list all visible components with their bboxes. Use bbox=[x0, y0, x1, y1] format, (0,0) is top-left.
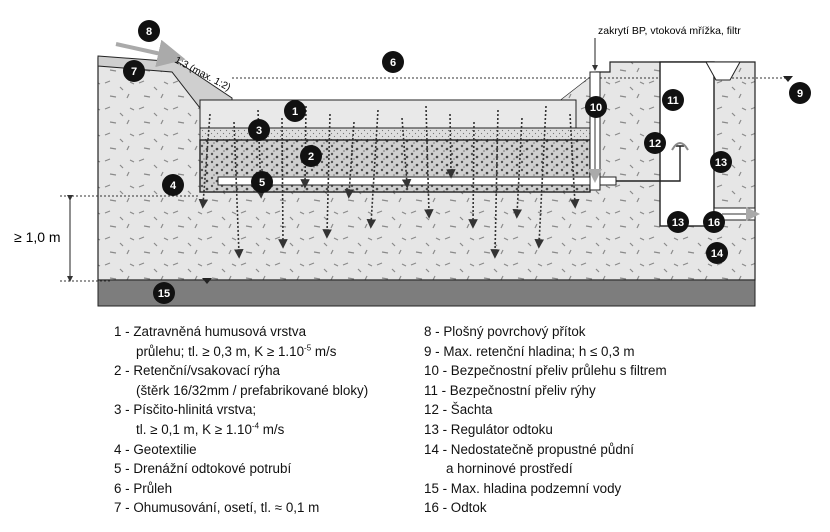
marker-label: 2 bbox=[308, 151, 314, 163]
drain-pipe bbox=[217, 176, 617, 186]
marker-13: 13 bbox=[710, 151, 732, 173]
marker-label: 4 bbox=[170, 180, 177, 192]
marker-label: 16 bbox=[708, 217, 720, 229]
flow-regulator bbox=[616, 145, 684, 182]
infiltration-arrows bbox=[198, 105, 580, 259]
top-note: zakrytí BP, vtoková mřížka, filtr bbox=[598, 25, 741, 37]
legend-row: 9 - Max. retenční hladina; h ≤ 0,3 m bbox=[424, 343, 635, 359]
infiltration-arrow bbox=[401, 117, 412, 189]
legend-row: 16 - Odtok bbox=[424, 500, 487, 516]
infiltration-arrow bbox=[344, 121, 355, 199]
infiltration-cross-section: zakrytí BP, vtoková mřížka, filtr 1:3 (m… bbox=[14, 20, 811, 307]
marker-1: 1 bbox=[284, 100, 306, 122]
marker-9: 9 bbox=[789, 82, 811, 104]
legend-row: 13 - Regulátor odtoku bbox=[424, 421, 553, 437]
legend-row: 10 - Bezpečnostní přeliv průlehu s filtr… bbox=[424, 363, 667, 379]
marker-14: 14 bbox=[706, 242, 728, 264]
infiltration-arrow bbox=[490, 109, 500, 259]
marker-label: 12 bbox=[649, 138, 661, 150]
marker-label: 11 bbox=[667, 95, 679, 107]
swale-hollow bbox=[178, 64, 596, 100]
marker-label: 6 bbox=[390, 57, 396, 69]
marker-label: 15 bbox=[158, 288, 170, 300]
groundwater-level-marker bbox=[202, 278, 212, 284]
infiltration-arrow bbox=[278, 117, 288, 249]
manhole-shaft bbox=[659, 61, 715, 227]
marker-label: 13 bbox=[672, 217, 684, 229]
marker-label: 10 bbox=[590, 102, 602, 114]
legend-row: 11 - Bezpečnostní přeliv rýhy bbox=[424, 382, 596, 398]
marker-label: 8 bbox=[146, 26, 152, 38]
infiltration-arrow bbox=[198, 113, 211, 209]
marker-4: 4 bbox=[162, 174, 184, 196]
overflow-curve-arrow bbox=[671, 142, 689, 151]
marker-label: 5 bbox=[259, 177, 265, 189]
marker-label: 3 bbox=[256, 125, 262, 137]
legend-row: 1 - Zatravněná humusová vrstva bbox=[114, 324, 307, 339]
legend-row: 8 - Plošný povrchový přítok bbox=[424, 324, 586, 339]
marker-5: 5 bbox=[251, 171, 273, 193]
legend-row: (štěrk 16/32mm / prefabrikované bloky) bbox=[136, 382, 369, 398]
legend-row: 15 - Max. hladina podzemní vody bbox=[424, 480, 622, 496]
marker-13: 13 bbox=[667, 211, 689, 233]
marker-2: 2 bbox=[300, 145, 322, 167]
marker-label: 13 bbox=[715, 157, 727, 169]
marker-label: 14 bbox=[711, 248, 724, 260]
shaft-cover bbox=[705, 61, 741, 81]
infiltration-arrow bbox=[512, 117, 523, 219]
marker-11: 11 bbox=[662, 89, 684, 111]
infiltration-arrow bbox=[322, 113, 332, 239]
groundwater-band bbox=[97, 279, 756, 307]
marker-label: 7 bbox=[131, 66, 137, 78]
marker-8: 8 bbox=[138, 20, 160, 42]
legend-row: 3 - Písčito-hlinitá vrstva; bbox=[114, 402, 257, 418]
marker-label: 9 bbox=[797, 88, 803, 100]
legend-left-column: 1 - Zatravněná humusová vrstva průlehu; t… bbox=[114, 322, 368, 518]
legend-row: 6 - Průleh bbox=[114, 480, 173, 496]
legend-row: průlehu; tl. ≥ 0,3 m, K ≥ 1.10-5 m/s bbox=[136, 343, 337, 359]
legend-row: 2 - Retenční/vsakovací rýha bbox=[114, 363, 280, 379]
legend-row: 14 - Nedostatečně propustné půdní bbox=[424, 441, 634, 457]
marker-15: 15 bbox=[153, 282, 175, 304]
infiltration-arrow bbox=[468, 121, 478, 229]
marker-7: 7 bbox=[123, 60, 145, 82]
legend-row: 12 - Šachta bbox=[424, 402, 493, 418]
legend-row: 5 - Drenážní odtokové potrubí bbox=[114, 461, 292, 477]
infiltration-arrow bbox=[366, 109, 379, 229]
marker-12: 12 bbox=[644, 132, 666, 154]
marker-10: 10 bbox=[585, 96, 607, 118]
legend-row: tl. ≥ 0,1 m, K ≥ 1.10-4 m/s bbox=[136, 421, 285, 437]
legend-row: 4 - Geotextilie bbox=[114, 441, 197, 457]
marker-3: 3 bbox=[248, 119, 270, 141]
legend-row: 7 - Ohumusování, osetí, tl. ≈ 0,1 m bbox=[114, 500, 320, 516]
infiltration-arrow bbox=[300, 105, 310, 189]
infiltration-arrow bbox=[534, 105, 547, 249]
legend-row: a horninové prostředí bbox=[446, 461, 573, 477]
infiltration-arrow bbox=[569, 113, 580, 209]
water-level-marker bbox=[783, 76, 793, 82]
legend-right-column: 8 - Plošný povrchový přítok 9 - Max. rete… bbox=[424, 322, 667, 518]
surface-inflow-arrow bbox=[115, 39, 186, 68]
marker-16: 16 bbox=[703, 211, 725, 233]
marker-label: 1 bbox=[292, 106, 298, 118]
depth-label: ≥ 1,0 m bbox=[14, 229, 61, 245]
marker-6: 6 bbox=[382, 51, 404, 73]
